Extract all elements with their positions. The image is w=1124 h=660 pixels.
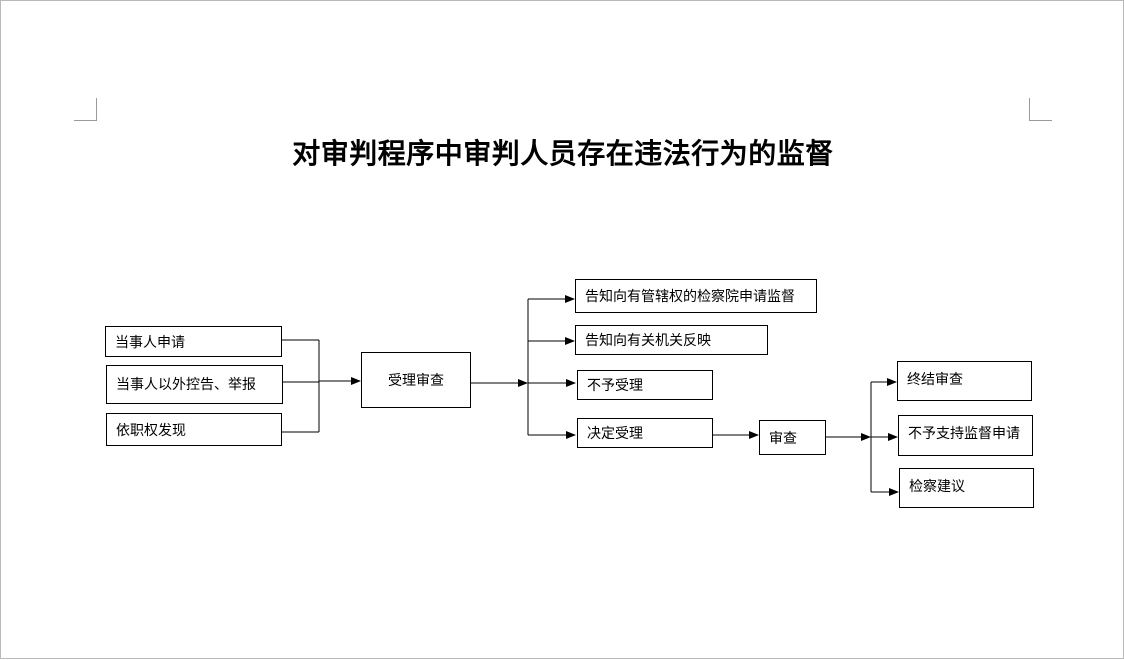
outcome-box-refer-jurisdiction: 告知向有管辖权的检察院申请监督 [575, 279, 817, 313]
source-box-third-party-complaint: 当事人以外控告、举报 [106, 365, 283, 404]
result-label: 检察建议 [909, 479, 965, 495]
result-box-procuratorial-suggestion: 检察建议 [899, 468, 1034, 508]
result-box-not-support: 不予支持监督申请 [898, 415, 1033, 456]
outcome-box-refer-authority: 告知向有关机关反映 [575, 325, 768, 355]
outcome-label: 告知向有管辖权的检察院申请监督 [585, 289, 795, 305]
review-box: 审查 [759, 420, 826, 455]
intake-label: 受理审查 [388, 373, 444, 389]
outcome-label: 不予受理 [587, 378, 643, 394]
outcome-label: 告知向有关机关反映 [585, 333, 711, 349]
source-label: 当事人申请 [115, 334, 185, 351]
intake-review-box: 受理审查 [361, 352, 471, 408]
source-box-party-application: 当事人申请 [105, 326, 282, 357]
margin-corner-mark-top-right [1029, 98, 1052, 121]
source-label: 依职权发现 [116, 422, 186, 439]
margin-corner-mark-top-left [74, 98, 97, 121]
result-label: 终结审查 [907, 372, 963, 388]
review-label: 审查 [769, 430, 797, 447]
source-box-ex-officio: 依职权发现 [106, 413, 282, 446]
document-title: 对审判程序中审判人员存在违法行为的监督 [292, 137, 834, 170]
outcome-label: 决定受理 [587, 426, 643, 442]
source-label: 当事人以外控告、举报 [116, 377, 256, 393]
outcome-box-reject: 不予受理 [577, 370, 713, 400]
result-box-terminate-review: 终结审查 [897, 361, 1032, 401]
outcome-box-accept: 决定受理 [577, 418, 713, 448]
result-label: 不予支持监督申请 [908, 426, 1020, 442]
